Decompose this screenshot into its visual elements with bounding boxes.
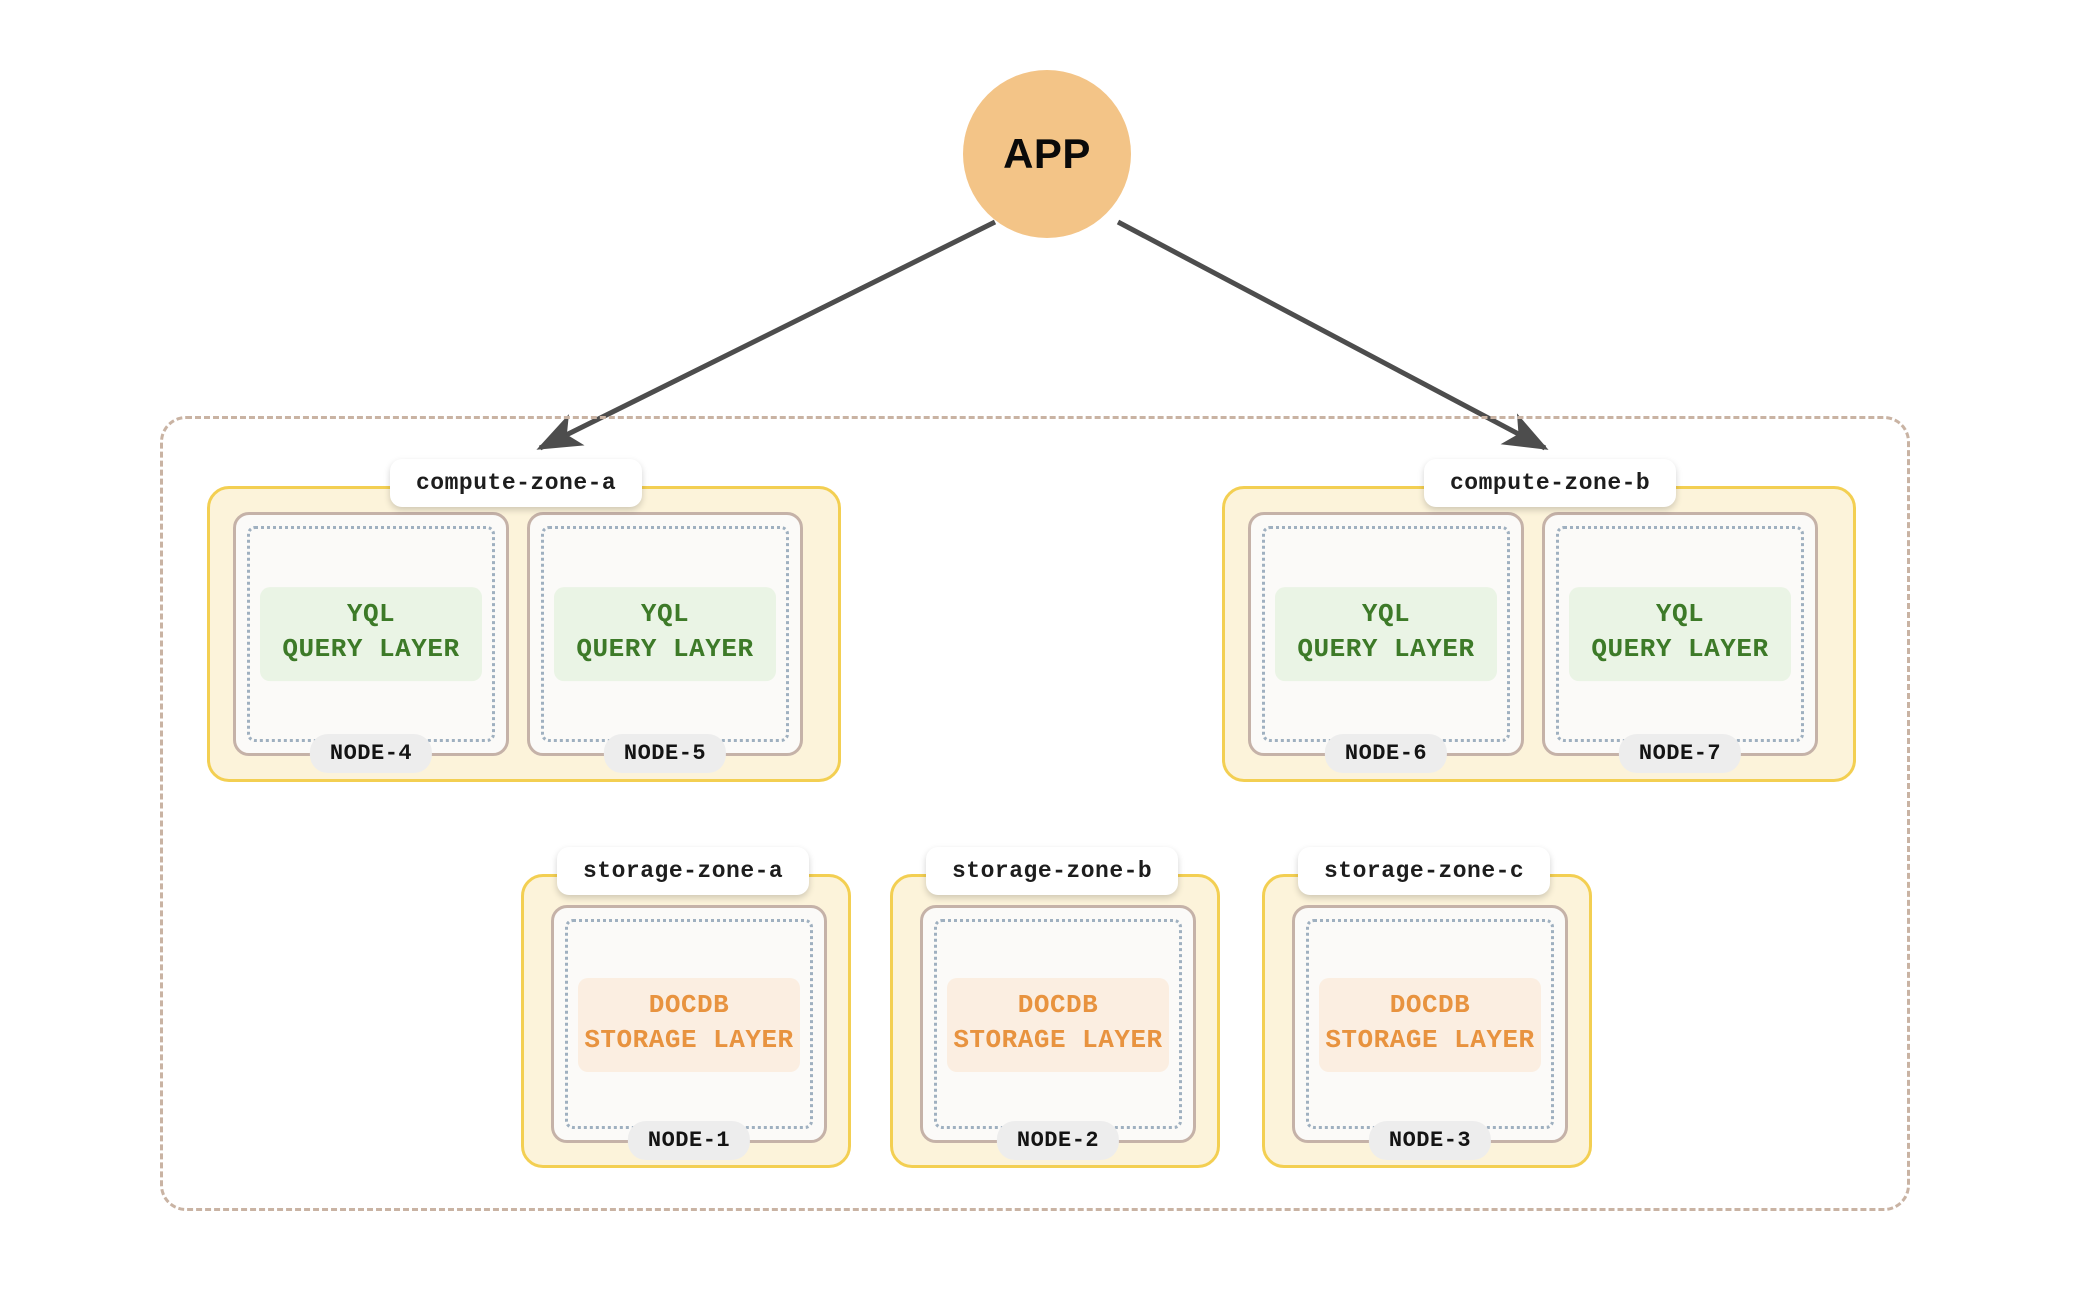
app-node-label: APP — [1003, 130, 1091, 177]
arrow-app-to-compute-zone-a — [536, 219, 997, 451]
node-badge-node-4: NODE-4 — [309, 734, 433, 773]
zone-label-storage-zone-a[interactable]: storage-zone-a — [557, 847, 810, 895]
node-box-node-6[interactable]: YQL QUERY LAYER NODE-6 — [1248, 512, 1524, 773]
node-box-node-5[interactable]: YQL QUERY LAYER NODE-5 — [527, 512, 803, 773]
storage-layer-chip: DOCDB STORAGE LAYER — [1319, 978, 1541, 1072]
zone-storage-zone-a[interactable]: DOCDB STORAGE LAYER NODE-1 — [521, 874, 851, 1168]
node-badge-node-3: NODE-3 — [1368, 1121, 1492, 1160]
node-badge-node-5: NODE-5 — [603, 734, 727, 773]
zone-compute-zone-a[interactable]: YQL QUERY LAYER NODE-4 YQL QUERY LAYER N… — [207, 486, 841, 782]
node-box-node-7[interactable]: YQL QUERY LAYER NODE-7 — [1542, 512, 1818, 773]
zone-label-storage-zone-c[interactable]: storage-zone-c — [1298, 847, 1551, 895]
query-layer-chip: YQL QUERY LAYER — [554, 587, 776, 681]
node-box-node-2[interactable]: DOCDB STORAGE LAYER NODE-2 — [920, 905, 1196, 1160]
query-layer-chip: YQL QUERY LAYER — [1275, 587, 1497, 681]
cluster-region — [160, 416, 1910, 1211]
arrow-app-to-compute-zone-b — [1116, 219, 1549, 451]
storage-layer-chip: DOCDB STORAGE LAYER — [947, 978, 1169, 1072]
zone-label-compute-zone-b[interactable]: compute-zone-b — [1424, 459, 1677, 507]
node-badge-node-7: NODE-7 — [1618, 734, 1742, 773]
query-layer-chip: YQL QUERY LAYER — [260, 587, 482, 681]
node-box-node-3[interactable]: DOCDB STORAGE LAYER NODE-3 — [1292, 905, 1568, 1160]
node-badge-node-1: NODE-1 — [627, 1121, 751, 1160]
zone-compute-zone-b[interactable]: YQL QUERY LAYER NODE-6 YQL QUERY LAYER N… — [1222, 486, 1856, 782]
app-node[interactable]: APP — [963, 70, 1131, 238]
storage-layer-chip: DOCDB STORAGE LAYER — [578, 978, 800, 1072]
query-layer-chip: YQL QUERY LAYER — [1569, 587, 1791, 681]
node-box-node-4[interactable]: YQL QUERY LAYER NODE-4 — [233, 512, 509, 773]
zone-storage-zone-c[interactable]: DOCDB STORAGE LAYER NODE-3 — [1262, 874, 1592, 1168]
zone-label-storage-zone-b[interactable]: storage-zone-b — [926, 847, 1179, 895]
node-badge-node-2: NODE-2 — [996, 1121, 1120, 1160]
zone-label-compute-zone-a[interactable]: compute-zone-a — [390, 459, 643, 507]
node-box-node-1[interactable]: DOCDB STORAGE LAYER NODE-1 — [551, 905, 827, 1160]
node-badge-node-6: NODE-6 — [1324, 734, 1448, 773]
zone-storage-zone-b[interactable]: DOCDB STORAGE LAYER NODE-2 — [890, 874, 1220, 1168]
